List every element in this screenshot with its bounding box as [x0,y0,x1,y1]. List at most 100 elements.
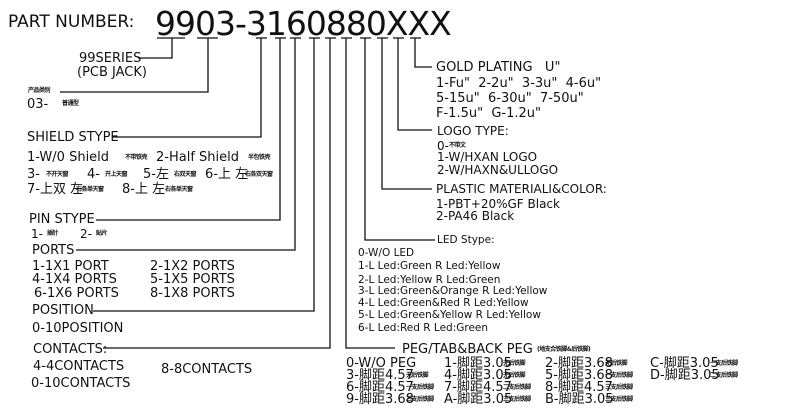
leader-position [93,38,315,312]
gold-line: 5-15u" 6-30u" 7-50u" [436,91,584,106]
peg-option: B-脚距3.05 [545,392,614,407]
logo-title: LOGO TYPE: [437,124,509,138]
position-title: POSITION [32,303,94,318]
ports-option: 5-1X5 PORTS [150,272,235,287]
shield-title: SHIELD STYPE [27,130,119,145]
peg-option-desc: 无后铁脚 [406,372,429,379]
pin-option: 1- [31,227,43,241]
shield-option-desc: 右各单天窗 [76,186,104,193]
peg-option: 0-W/O PEG [346,356,417,371]
product-type-code: 03- [27,97,49,112]
leader-led [364,38,435,241]
ports-title: PORTS [32,243,75,258]
peg-option: 1-脚距3.05 [444,356,512,371]
shield-option: 7-上双 左 [27,182,84,197]
led-option: 2-L Led:Yellow R Led:Green [358,274,501,286]
series-subtitle: (PCB JACK) [77,65,147,80]
leader-peg [345,38,395,349]
ports-option: 2-1X2 PORTS [150,259,235,274]
peg-option: A-脚距3.05 [444,392,513,407]
contacts-title: CONTACTS: [33,342,108,357]
peg-option: D-脚距3.05 [650,368,720,383]
shield-option-desc: 开上天窗 [105,171,128,178]
leader-product-type [60,38,209,93]
pin-option-desc: 贴片 [96,230,108,237]
shield-option-desc: 右各单天窗 [165,186,193,193]
gold-line: 1-Fu" 2-2u" 3-3u" 4-6u" [436,76,602,91]
gold-line: F-1.5u" G-1.2u" [436,106,541,121]
peg-option-desc: 无后铁脚 [503,360,526,367]
peg-option-desc: 无后铁脚 [503,372,526,379]
contacts-option: 8-8CONTACTS [161,362,253,377]
peg-option: 8-脚距4.57 [545,380,613,395]
shield-option: 8-上 左 [122,182,166,197]
led-option: 0-W/O LED [358,247,415,259]
peg-title: PEG/TAB&BACK PEG [402,342,533,357]
peg-option: C-脚距3.05 [650,356,719,371]
led-option: 1-L Led:Green R Led:Yellow [358,260,501,272]
pin-option: 2- [80,227,92,241]
led-option: 5-L Led:Green&Yellow R Led:Yellow [358,309,541,321]
peg-option: 4-脚距3.05 [444,368,512,383]
shield-option-desc: 右各双天窗 [245,171,273,178]
plastic-title: PLASTIC MATERIALI&COLOR: [436,182,607,196]
shield-option: 1-W/0 Shield [27,150,110,165]
logo-option: 2-W/HAXN&ULLOGO [437,163,559,177]
shield-option-desc: 半包铁壳 [248,154,271,161]
peg-option-desc: 一支后铁脚 [406,384,434,391]
part-number-label: PART NUMBER: [8,12,135,32]
led-option: 6-L Led:Red R Led:Green [358,322,489,334]
peg-option-desc: 一支后铁脚 [605,372,633,379]
peg-option-desc: 三支后铁脚 [503,396,531,403]
leader-plastic [381,38,432,190]
ports-option: 8-1X8 PORTS [150,286,235,301]
leader-series [138,38,173,59]
plastic-option: 2-PA46 Black [436,209,515,223]
peg-option-desc: 二支后铁脚 [710,372,738,379]
logo-option: 1-W/HXAN LOGO [437,150,538,164]
product-type-title: 产品类别 [28,87,51,94]
shield-option: 6-上 左 [205,167,249,182]
peg-option-desc: 三支后铁脚 [605,396,633,403]
leader-ports [76,38,296,251]
leader-contacts [103,38,331,349]
peg-option: 6-脚距4.57 [346,380,414,395]
ports-option: 6-1X6 PORTS [34,286,119,301]
product-type-desc: 普通型 [62,100,79,107]
shield-option-desc: 不开天窗 [46,171,69,178]
plastic-option: 1-PBT+20%GF Black [436,197,560,211]
peg-option: 2-脚距3.68 [545,356,613,371]
peg-option-desc: 三支后铁脚 [605,384,633,391]
pin-option-desc: 插针 [47,230,59,237]
peg-title-note: (地支合铁脚&后铁脚) [537,346,591,353]
led-option: 4-L Led:Green&Red R Led:Yellow [358,297,529,309]
peg-option: 9-脚距3.68 [346,392,414,407]
series-title: 99SERIES [79,51,142,66]
logo-option: 0- [437,139,449,153]
leader-shield [113,38,262,138]
peg-option-desc: 三支后铁脚 [406,396,434,403]
contacts-option: 0-10CONTACTS [31,376,131,391]
shield-option: 3- [27,167,40,182]
ports-option: 1-1X1 PORT [32,259,109,274]
peg-option-desc: 一支后铁脚 [710,360,738,367]
gold-title: GOLD PLATING U" [436,60,561,75]
ports-option: 4-1X4 PORTS [32,272,117,287]
logo-option-desc: 不带文 [449,142,466,149]
peg-option: 5-脚距3.68 [545,368,613,383]
peg-option-desc: 无后铁脚 [605,360,628,367]
shield-option: 4- [87,167,100,182]
leader-gold [414,38,432,68]
shield-option-desc: 右双天窗 [174,171,197,178]
led-title: LED Stype: [437,234,495,246]
peg-option: 7-脚距4.57 [444,380,512,395]
leader-pin [96,38,281,221]
leader-logo [397,38,432,131]
position-option: 0-10POSITION [32,321,124,336]
shield-option-desc: 不带铁壳 [125,154,148,161]
shield-option: 5-左 [143,167,169,182]
shield-option: 2-Half Shield [156,150,239,165]
pin-title: PIN STYPE [29,212,95,227]
peg-option: 3-脚距4.57 [346,368,414,383]
